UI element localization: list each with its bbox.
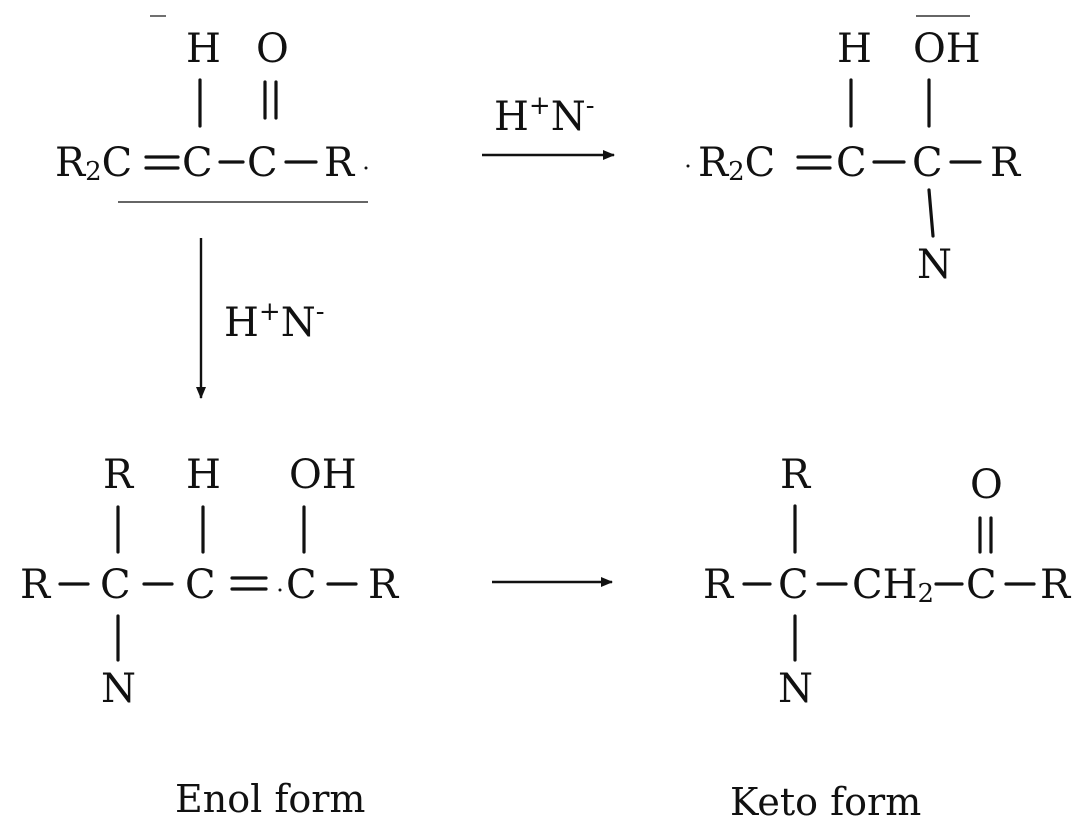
atom-r: R <box>1040 562 1072 608</box>
stray-dot <box>686 164 690 168</box>
atom-c: C <box>185 562 216 608</box>
atom-r: R <box>990 140 1022 186</box>
atom-r: R <box>368 562 400 608</box>
product-1-2-addition: H OH R2C C C R N <box>686 15 1022 288</box>
reaction-arrow-top: H+N- <box>482 91 615 160</box>
reagent-label-top: H+N- <box>494 91 594 140</box>
stray-dot <box>364 166 368 170</box>
atom-o: O <box>256 26 289 72</box>
atom-c: C <box>836 140 867 186</box>
atom-c: C <box>286 562 317 608</box>
atom-c-quaternary: C <box>912 140 943 186</box>
atom-n: N <box>778 666 813 712</box>
group-ch2: CH2 <box>852 562 934 609</box>
atom-h: H <box>186 26 221 72</box>
caption-enol-form: Enol form <box>175 777 365 821</box>
stray-dot <box>278 588 282 592</box>
caption-keto-form: Keto form <box>730 780 921 822</box>
atom-c-carbonyl: C <box>966 562 997 608</box>
reaction-arrow-down: H+N- <box>196 238 324 399</box>
atom-n: N <box>101 666 136 712</box>
atom-oh: OH <box>289 452 357 498</box>
atom-h: H <box>837 26 872 72</box>
atom-h: H <box>186 452 221 498</box>
enol-form-structure: R H OH R C C C R N <box>20 452 400 712</box>
atom-r: R <box>780 452 812 498</box>
atom-c: C <box>778 562 809 608</box>
keto-form-structure: R O R C CH2 C R N <box>703 452 1072 712</box>
atom-r: R <box>20 562 52 608</box>
atom-c: C <box>100 562 131 608</box>
reagent-label-side: H+N- <box>224 297 324 346</box>
atom-r: R <box>703 562 735 608</box>
group-r2c: R2C <box>698 140 775 187</box>
atom-oh: OH <box>913 26 981 72</box>
atom-r: R <box>103 452 135 498</box>
atom-c: C <box>182 140 213 186</box>
atom-r: R <box>324 140 356 186</box>
atom-o: O <box>970 462 1003 508</box>
group-r2c: R2C <box>55 140 132 187</box>
atom-c-carbonyl: C <box>247 140 278 186</box>
atom-n: N <box>917 242 952 288</box>
bond-cn <box>927 188 935 238</box>
reactant-alpha-beta-unsaturated-ketone: H O R2C C C R <box>55 15 368 203</box>
